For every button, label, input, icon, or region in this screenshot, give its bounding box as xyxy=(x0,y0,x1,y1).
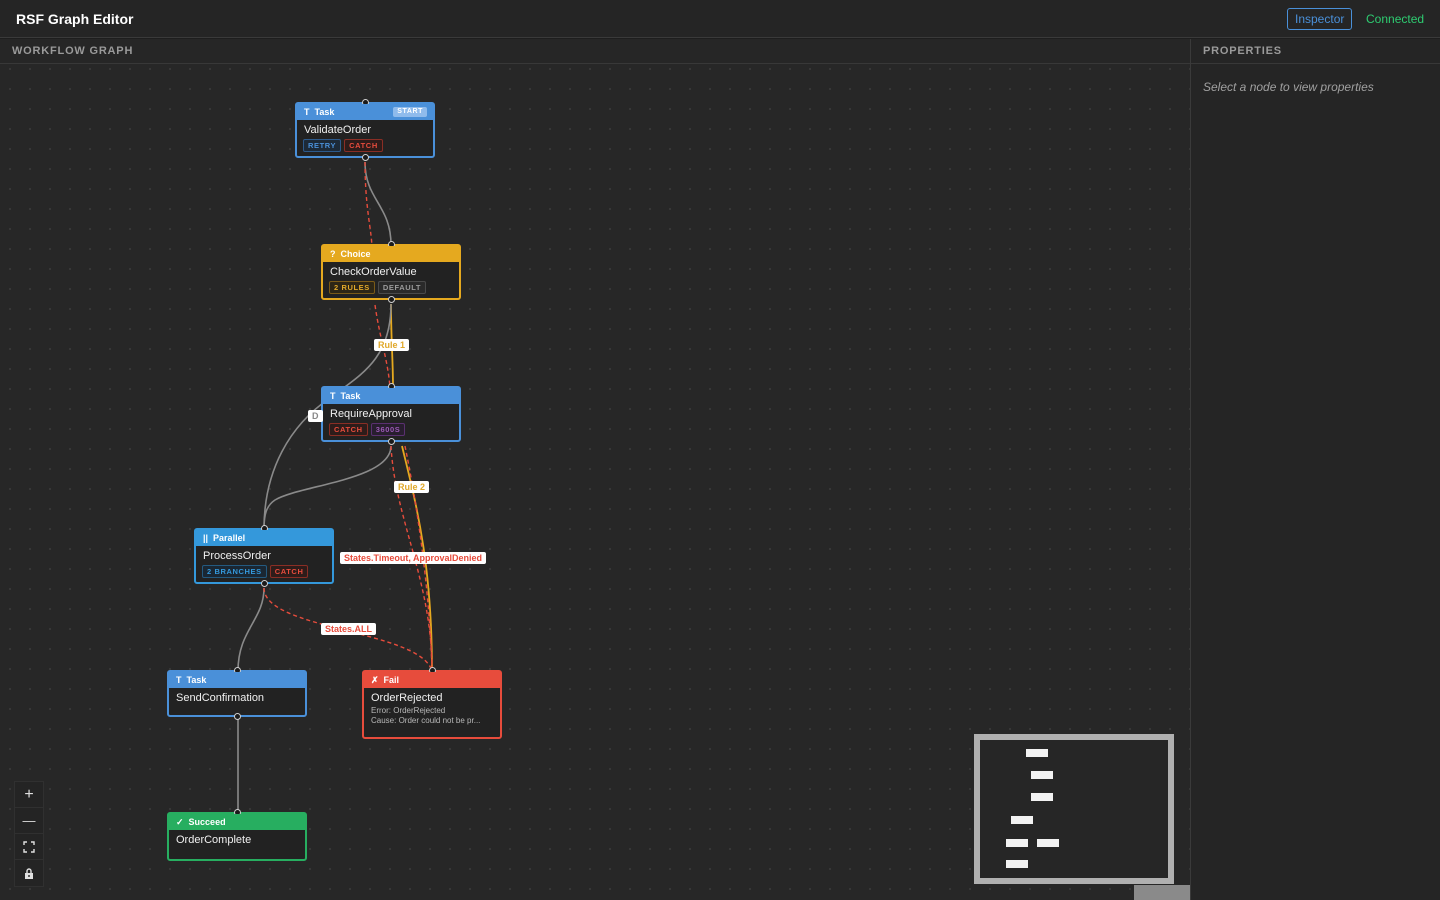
node-type-label: Task xyxy=(186,675,207,685)
app-title: RSF Graph Editor xyxy=(16,11,134,27)
minimap-viewport-indicator[interactable] xyxy=(1134,885,1190,900)
succeed-icon: ✓ xyxy=(176,817,184,827)
edge-label-timeout[interactable]: States.Timeout, ApprovalDenied xyxy=(340,552,487,564)
node-type-label: Task xyxy=(340,391,361,401)
default-badge: DEFAULT xyxy=(377,281,427,294)
minimap-node xyxy=(1031,771,1053,779)
edge-label-rule-1[interactable]: Rule 1 xyxy=(374,339,410,351)
node-header: T Task xyxy=(169,672,305,688)
node-header: ? Choice xyxy=(323,246,459,262)
edge-process-confirm xyxy=(237,587,265,672)
edge-label-rule-2[interactable]: Rule 2 xyxy=(394,481,430,493)
task-icon: T xyxy=(176,675,182,685)
node-name: ProcessOrder xyxy=(203,550,271,562)
node-validate-order[interactable]: T Task START ValidateOrder RETRY CATCH xyxy=(295,99,435,161)
node-type-label: Succeed xyxy=(188,817,226,827)
node-name: CheckOrderValue xyxy=(330,266,417,278)
minimap-node xyxy=(1031,793,1053,801)
node-name: OrderComplete xyxy=(176,834,252,846)
fail-icon: ✗ xyxy=(371,675,379,685)
catch-badge: CATCH xyxy=(269,565,309,578)
node-name: RequireApproval xyxy=(330,408,412,420)
node-type-label: Fail xyxy=(383,675,400,685)
branches-badge: 2 BRANCHES xyxy=(202,565,267,578)
node-badges: 2 RULES DEFAULT xyxy=(323,280,459,298)
node-order-complete[interactable]: ✓ Succeed OrderComplete xyxy=(167,809,307,861)
zoom-out-button[interactable]: — xyxy=(15,808,43,834)
canvas-controls: + — xyxy=(14,781,44,887)
node-handle-bottom[interactable] xyxy=(234,713,241,720)
node-badges: 2 BRANCHES CATCH xyxy=(196,564,332,582)
node-header: ✗ Fail xyxy=(364,672,500,688)
timeout-badge: 3600S xyxy=(370,423,406,436)
edge-validate-check xyxy=(364,161,392,246)
minimap-node xyxy=(1026,749,1048,757)
properties-title: PROPERTIES xyxy=(1191,39,1440,64)
connection-status: Connected xyxy=(1366,12,1425,26)
inspector-button[interactable]: Inspector xyxy=(1287,8,1353,30)
fail-cause: Cause: Order could not be pr... xyxy=(371,716,481,725)
zoom-in-button[interactable]: + xyxy=(15,782,43,808)
fit-view-button[interactable] xyxy=(15,834,43,860)
node-require-approval[interactable]: T Task RequireApproval CATCH 3600S xyxy=(321,383,461,445)
node-type-label: Parallel xyxy=(213,533,246,543)
node-type-label: Choice xyxy=(340,249,371,259)
task-icon: T xyxy=(330,391,336,401)
node-handle-bottom[interactable] xyxy=(388,296,395,303)
minimap-node xyxy=(1006,839,1028,847)
node-handle-bottom[interactable] xyxy=(261,580,268,587)
lock-button[interactable] xyxy=(15,860,43,886)
node-header: || Parallel xyxy=(196,530,332,546)
edge-approval-process xyxy=(263,445,392,530)
node-badges: CATCH 3600S xyxy=(323,422,459,440)
node-name: ValidateOrder xyxy=(304,124,372,136)
node-name: SendConfirmation xyxy=(176,692,265,704)
node-name: OrderRejected xyxy=(371,692,443,704)
edge-validate-catch xyxy=(364,161,373,251)
node-badges: RETRY CATCH xyxy=(297,138,433,156)
start-badge: START xyxy=(393,107,427,117)
minimap-node xyxy=(1037,839,1059,847)
node-process-order[interactable]: || Parallel ProcessOrder 2 BRANCHES CATCH xyxy=(194,525,334,587)
lock-icon xyxy=(25,867,33,879)
choice-icon: ? xyxy=(330,249,336,259)
edge-label-default[interactable]: D xyxy=(308,410,323,422)
node-header: T Task START xyxy=(297,104,433,120)
node-header: T Task xyxy=(323,388,459,404)
node-type-label: Task xyxy=(314,107,335,117)
minimap-node xyxy=(1006,860,1028,868)
node-handle-bottom[interactable] xyxy=(362,154,369,161)
node-send-confirmation[interactable]: T Task SendConfirmation xyxy=(167,667,307,720)
workflow-canvas[interactable]: WORKFLOW GRAPH T Task START ValidateOrder… xyxy=(0,39,1190,900)
properties-empty-state: Select a node to view properties xyxy=(1203,80,1374,94)
catch-badge: CATCH xyxy=(344,139,383,152)
fit-view-icon xyxy=(23,840,35,853)
canvas-panel-title: WORKFLOW GRAPH xyxy=(0,39,1190,64)
parallel-icon: || xyxy=(203,533,209,543)
catch-badge: CATCH xyxy=(329,423,368,436)
properties-panel: PROPERTIES Select a node to view propert… xyxy=(1190,39,1440,900)
edge-label-states-all[interactable]: States.ALL xyxy=(321,623,377,635)
minimap-node xyxy=(1011,816,1033,824)
rules-badge: 2 RULES xyxy=(329,281,375,294)
top-bar: RSF Graph Editor Inspector Connected xyxy=(0,0,1440,38)
node-handle-bottom[interactable] xyxy=(388,438,395,445)
fail-error: Error: OrderRejected xyxy=(371,706,446,715)
node-order-rejected[interactable]: ✗ Fail OrderRejected Error: OrderRejected… xyxy=(362,667,502,739)
task-icon: T xyxy=(304,107,310,117)
retry-badge: RETRY xyxy=(303,139,342,152)
node-check-order-value[interactable]: ? Choice CheckOrderValue 2 RULES DEFAULT xyxy=(321,241,461,303)
node-header: ✓ Succeed xyxy=(169,814,305,830)
minimap[interactable] xyxy=(974,734,1174,884)
